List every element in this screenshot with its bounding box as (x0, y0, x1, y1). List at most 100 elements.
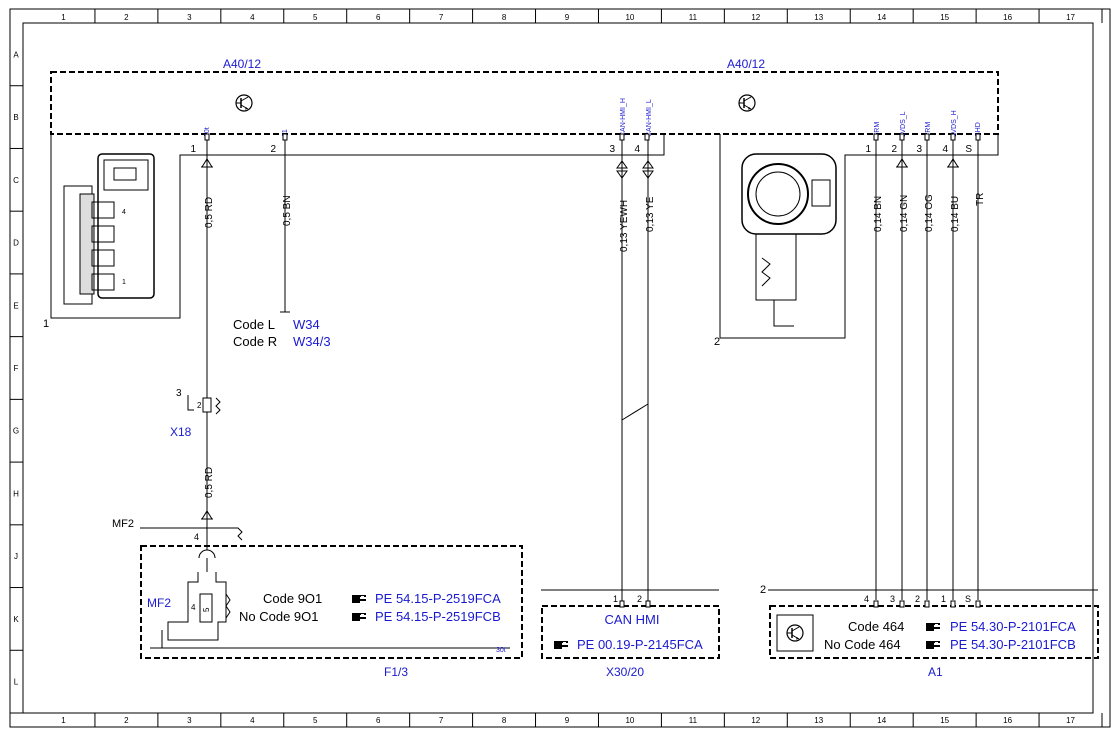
pin-number: 3 (916, 144, 922, 155)
pin-name: LVDS_L (900, 111, 907, 137)
module-f1-3: MF2 4 5 Code 9O1 No Code 9O1 PE 54.15-P-… (140, 545, 523, 679)
pin-number: 5 (202, 607, 211, 612)
terminal-label: 30t (496, 647, 506, 654)
column-marker: 7 (439, 716, 444, 725)
pin-name: LVDS_H (951, 110, 958, 137)
column-marker: 13 (814, 716, 823, 725)
pin-name: CAN-HMI_H (620, 98, 627, 137)
item-number: 1 (43, 318, 49, 330)
module-name: A1 (928, 665, 943, 679)
column-marker: 8 (502, 716, 507, 725)
column-marker: 14 (877, 716, 886, 725)
column-marker: 12 (751, 13, 760, 22)
row-marker: B (13, 113, 18, 122)
wire-label: TR (975, 193, 986, 206)
module-name: X30/20 (606, 665, 644, 679)
ref-link[interactable]: PE 54.15-P-2519FCA (375, 591, 501, 606)
pin-number: 3 (609, 144, 615, 155)
pointing-hand-icon (926, 641, 940, 649)
pin-number: 1 (613, 594, 618, 604)
pin-name: 30t (204, 127, 211, 137)
bus-title: CAN HMI (605, 612, 660, 627)
row-marker: L (14, 678, 19, 687)
wire-label: 0,5 BN (282, 195, 293, 226)
column-marker: 17 (1066, 13, 1075, 22)
column-marker: 11 (689, 716, 698, 725)
pin-name: TRM (874, 122, 881, 137)
column-marker: 5 (313, 716, 318, 725)
column-marker: 16 (1003, 13, 1012, 22)
wire-label: 0,14 BN (873, 196, 884, 232)
can-wires (616, 140, 654, 604)
code-label: Code 9O1 (263, 591, 322, 606)
ref-link[interactable]: PE 54.15-P-2519FCB (375, 609, 501, 624)
pin-number: S (965, 144, 972, 155)
column-marker: 17 (1066, 716, 1075, 725)
column-marker: 15 (940, 13, 949, 22)
column-marker: 10 (625, 716, 634, 725)
column-marker: 16 (1003, 716, 1012, 725)
connector-view-icon (741, 153, 837, 327)
pin-number: 2 (197, 401, 202, 410)
pin-number: 4 (194, 532, 199, 542)
row-marker: J (14, 552, 18, 561)
pin-name: 31 (282, 129, 289, 137)
column-marker: 14 (877, 13, 886, 22)
column-marker: 11 (689, 13, 698, 22)
column-marker: 4 (250, 716, 255, 725)
wire-label: 0,14 OG (924, 194, 935, 232)
module-a1: 2 4 3 2 1 S Code 464 No Code 464 PE 54.3… (760, 584, 1099, 679)
connector-x18: 3 2 X18 (170, 388, 221, 439)
wire-label: 0,13 YE (645, 196, 656, 232)
pin-number: 2 (637, 594, 642, 604)
view-pin-4: 4 (122, 209, 126, 216)
pointing-hand-icon (352, 613, 366, 621)
module-title-right: A40/12 (727, 57, 765, 71)
mf2-label: MF2 (147, 596, 171, 610)
code-label: No Code 464 (824, 637, 901, 652)
video-wires (875, 140, 979, 600)
pointing-hand-icon (554, 641, 568, 649)
column-marker: 15 (940, 716, 949, 725)
wire-label: 0,14 GN (899, 195, 910, 232)
column-marker: 3 (187, 13, 192, 22)
pin-number: 1 (941, 594, 946, 604)
column-marker: 1 (61, 716, 66, 725)
pin-number: 4 (864, 594, 869, 604)
pin-number: 1 (865, 144, 871, 155)
pin-name: SHD (975, 122, 982, 137)
column-marker: 3 (187, 716, 192, 725)
code-label: Code R (233, 334, 277, 349)
column-marker: 9 (565, 13, 570, 22)
right-pin-labels: TRM LVDS_L TRM LVDS_H SHD 1 2 3 4 S (865, 110, 982, 155)
pin-name: CAN-HMI_L (646, 99, 653, 137)
column-marker: 10 (625, 13, 634, 22)
pin-number: 4 (191, 603, 196, 612)
pin-number: 3 (890, 594, 895, 604)
ref-link[interactable]: PE 54.30-P-2101FCA (950, 619, 1076, 634)
pin-number: 4 (942, 144, 948, 155)
code-label: Code L (233, 317, 275, 332)
row-marker: G (13, 427, 19, 436)
row-marker: E (13, 301, 18, 310)
pin-name: TRM (925, 122, 932, 137)
column-marker: 2 (124, 13, 129, 22)
transistor-icon (738, 94, 756, 112)
code-ref-link[interactable]: W34/3 (293, 334, 331, 349)
column-marker: 7 (439, 13, 444, 22)
module-x30-20: 1 2 CAN HMI PE 00.19-P-2145FCA X30/20 (541, 589, 720, 679)
item-number: 2 (760, 584, 766, 596)
row-marker: F (14, 364, 19, 373)
row-marker: A (13, 50, 19, 59)
code-label: Code 464 (848, 619, 904, 634)
connector-name: X18 (170, 425, 192, 439)
wire-label: 0,14 BU (950, 196, 961, 232)
item-number: 3 (176, 388, 182, 399)
ref-link[interactable]: PE 00.19-P-2145FCA (577, 637, 703, 652)
code-ref-link[interactable]: W34 (293, 317, 320, 332)
view-pin-1: 1 (122, 279, 126, 286)
ref-link[interactable]: PE 54.30-P-2101FCB (950, 637, 1076, 652)
transistor-icon (786, 624, 804, 642)
